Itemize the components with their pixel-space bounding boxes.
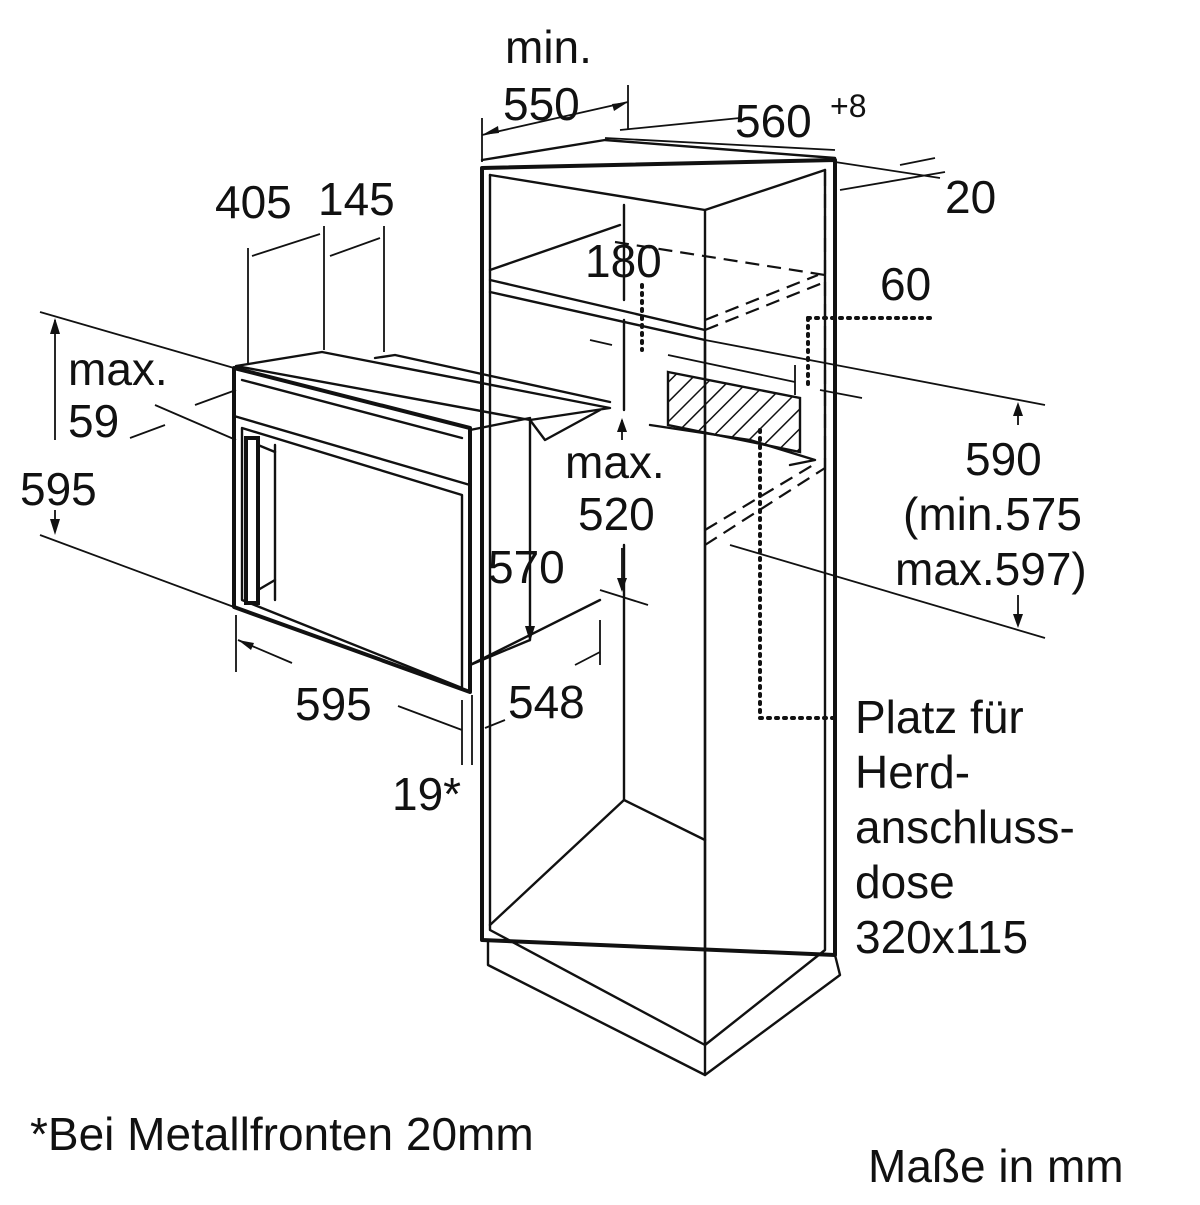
dim-520-arrow-bottom: [617, 578, 627, 592]
socket-note-line4: dose: [855, 856, 955, 908]
dim-590-ext-top: [704, 339, 1046, 406]
dim-560-baseline: [604, 137, 836, 151]
oven-door-handle: [244, 436, 260, 605]
oven: [232, 350, 612, 694]
label-59: 59: [68, 395, 119, 447]
dim-560-line-left: [619, 117, 741, 131]
dim-60-line: [667, 354, 796, 383]
footnote: *Bei Metallfronten 20mm: [30, 1108, 534, 1160]
label-560: 560: [735, 95, 812, 147]
dim-59-ext: [154, 404, 237, 441]
units-note: Maße in mm: [868, 1140, 1124, 1192]
label-60: 60: [880, 258, 931, 310]
dim-60-ext-2: [819, 389, 863, 399]
handle-mount-bottom: [256, 578, 277, 592]
label-520: 520: [578, 488, 655, 540]
label-oven-max: max.: [68, 343, 168, 395]
dim-145-line: [329, 237, 381, 257]
dim-59-line-1: [194, 389, 237, 406]
upper-shelf-left-2: [488, 290, 707, 342]
socket-note: Platz für Herd- anschluss- dose 320x115: [855, 691, 1075, 963]
socket-note-line3: anschluss-: [855, 801, 1075, 853]
socket-leader-dotted: [758, 428, 840, 720]
label-548: 548: [508, 676, 585, 728]
handle-mount-top: [256, 443, 277, 454]
oven-body-bottom: [468, 598, 602, 667]
label-595-height: 595: [20, 463, 97, 515]
oven-control-panel-line: [232, 414, 472, 487]
dim-59-line-2: [129, 424, 166, 439]
label-560-tolerance: +8: [830, 88, 866, 124]
label-180: 180: [585, 235, 662, 287]
dimension-lines: [39, 85, 1046, 765]
interior-floor-back: [622, 798, 707, 842]
oven-door: [240, 426, 464, 690]
dim-570-arrow: [525, 626, 535, 642]
dim-595h-arrow-top: [50, 318, 60, 334]
dim-590-arrow-bottom: [1013, 614, 1023, 628]
dim-548-ext-2: [599, 589, 649, 606]
label-570: 570: [488, 541, 565, 593]
dim-595h-ext-bottom: [39, 534, 235, 608]
dim-595h-arrow-bottom: [50, 519, 60, 535]
oven-body-notch: [528, 408, 602, 442]
oven-top: [234, 350, 612, 422]
label-590-max: max.597): [895, 543, 1087, 595]
dim-590-arrow-top: [1013, 402, 1023, 416]
socket-ledge: [648, 423, 817, 467]
label-145: 145: [318, 173, 395, 225]
socket-note-line2: Herd-: [855, 746, 970, 798]
label-550: 550: [503, 78, 580, 130]
label-595-width: 595: [295, 678, 372, 730]
dim-595w-arrow: [238, 640, 254, 650]
cabinet-top-surface: [480, 138, 837, 162]
label-405: 405: [215, 176, 292, 228]
hidden-edge-4: [704, 467, 826, 546]
oven-front-panel: [232, 366, 472, 694]
dim-20-tick: [899, 157, 936, 166]
label-min: min.: [505, 21, 592, 73]
hidden-edge-3: [704, 273, 819, 322]
dim-548-line-left: [484, 719, 506, 729]
dim-595h-ext-top: [39, 311, 235, 369]
socket-hatched-area: [666, 370, 802, 454]
oven-top-rear-edge: [373, 353, 612, 404]
hidden-edge-1: [614, 240, 826, 277]
socket-note-line5: 320x115: [855, 911, 1028, 963]
label-19: 19*: [392, 768, 461, 820]
label-cabinet-max: max.: [565, 436, 665, 488]
dim-550-arrow-left: [482, 126, 499, 135]
interior-floor-left: [488, 798, 626, 927]
dim-405-line: [251, 233, 321, 257]
dim-520-arrow-top: [617, 418, 627, 432]
label-590: 590: [965, 433, 1042, 485]
upper-shelf-front: [488, 223, 622, 272]
dim-595w-line-right: [397, 705, 463, 731]
upper-shelf-left: [488, 278, 707, 332]
oven-top-bevel: [240, 378, 464, 440]
dim-20-line-2: [839, 171, 946, 191]
label-20: 20: [945, 171, 996, 223]
label-590-min: (min.575: [903, 488, 1082, 540]
dimension-labels: min. 550 560 +8 20 180 60 405 145 max. 5…: [20, 21, 1087, 820]
cabinet-plinth: [486, 938, 842, 1077]
dim-550-arrow-right: [612, 102, 628, 111]
dim-550-line: [481, 101, 629, 136]
dim-590-ext-bottom: [729, 544, 1046, 639]
dim-520-tick: [589, 339, 613, 346]
dim-548-line-right: [574, 651, 601, 666]
socket-note-line1: Platz für: [855, 691, 1024, 743]
cabinet-top-back-edge: [703, 168, 827, 212]
hidden-edge-2: [704, 280, 826, 332]
